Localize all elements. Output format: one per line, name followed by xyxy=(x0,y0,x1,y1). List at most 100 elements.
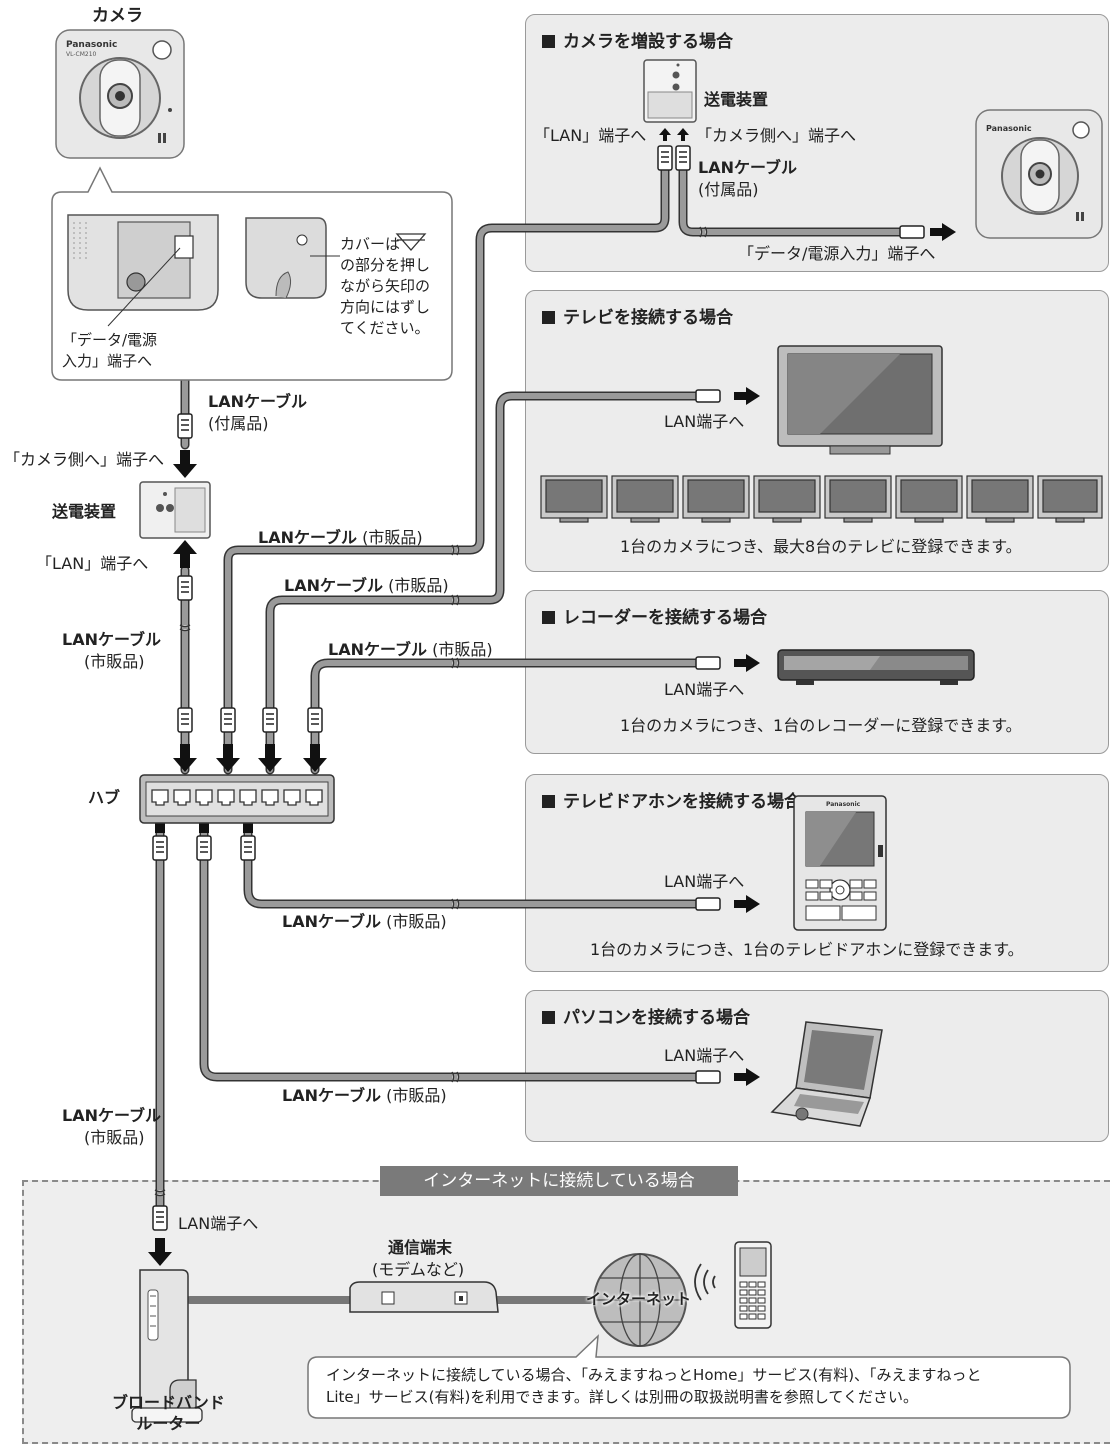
recorder-note: 1台のカメラにつき、1台のレコーダーに登録できます。 xyxy=(620,716,1022,735)
wireless-signal-icon xyxy=(694,1263,716,1301)
cover-note-line-2: の部分を押し xyxy=(340,256,431,274)
camera-device xyxy=(55,29,185,159)
doorphone-lan-terminal: LAN端子へ xyxy=(664,872,745,891)
service-note-callout xyxy=(307,1334,1071,1419)
cover-note-line-4: 方向にはずし xyxy=(340,298,431,316)
addcamera-camera-terminal: 「カメラ側へ」端子へ xyxy=(696,126,857,145)
recorder-device xyxy=(777,649,975,685)
mobile-phone-icon xyxy=(734,1241,772,1329)
addcamera-power-unit-label: 送電装置 xyxy=(704,90,769,109)
laptop-device xyxy=(770,1021,883,1127)
internet-banner-label: インターネットに接続している場合 xyxy=(423,1171,695,1191)
camera-side-terminal: 「カメラ側へ」端子へ xyxy=(4,450,165,469)
arrow-right-icon xyxy=(734,654,760,672)
tv-main-device xyxy=(777,345,943,455)
service-note: インターネットに接続している場合、「みえますねっとHome」サービス(有料)、「… xyxy=(326,1364,982,1408)
plug-icon xyxy=(220,707,236,733)
cable2-name: LANケーブル xyxy=(62,630,162,649)
addcamera-brand: Panasonic xyxy=(986,124,1032,133)
cable-label-pc-name: LANケーブル xyxy=(282,1086,382,1105)
plug-icon xyxy=(177,575,193,601)
modem-device xyxy=(349,1281,499,1313)
pc-lan-terminal: LAN端子へ xyxy=(664,1046,745,1065)
addcamera-cable-name: LANケーブル xyxy=(698,158,798,177)
cable3-note: (市販品) xyxy=(84,1128,145,1147)
plug-icon xyxy=(695,897,721,911)
arrow-right-icon xyxy=(734,895,760,913)
plug-icon xyxy=(240,835,256,861)
plug-icon xyxy=(152,1205,168,1231)
cable-label-pc-note: (市販品) xyxy=(386,1086,447,1105)
internet-label: インターネット xyxy=(586,1290,692,1308)
panel-tv-title: テレビを接続する場合 xyxy=(542,303,733,328)
cover-note-line-5: てください。 xyxy=(340,319,430,337)
cable-hub-to-recorder xyxy=(310,658,705,775)
recorder-lan-terminal: LAN端子へ xyxy=(664,680,745,699)
cable-label-recorder-note: (市販品) xyxy=(432,640,493,659)
cable-label-recorder: LANケーブル (市販品) xyxy=(328,640,493,660)
plug-icon xyxy=(675,145,691,171)
cable2-note: (市販品) xyxy=(84,652,145,671)
plug-icon xyxy=(695,1070,721,1084)
plug-icon xyxy=(152,835,168,861)
cable-label-tv-note: (市販品) xyxy=(388,576,449,595)
doorphone-note: 1台のカメラにつき、1台のテレビドアホンに登録できます。 xyxy=(590,940,1024,959)
plug-icon xyxy=(177,707,193,733)
service-note-line-1: インターネットに接続している場合、「みえますねっとHome」サービス(有料)、「… xyxy=(326,1366,982,1384)
cable-hub-to-pc xyxy=(199,825,705,1082)
cable-label-doorphone: LANケーブル (市販品) xyxy=(282,912,447,932)
plug-icon xyxy=(695,389,721,403)
plug-icon xyxy=(657,145,673,171)
panel-doorphone-title: テレビドアホンを接続する場合 xyxy=(542,787,801,812)
arrow-right-icon xyxy=(734,1068,760,1086)
panel-recorder-title: レコーダーを接続する場合 xyxy=(542,603,767,628)
router-label-line-1: ブロードバンド xyxy=(112,1393,225,1412)
addcamera-lan-terminal: 「LAN」端子へ xyxy=(534,126,647,145)
plug-icon xyxy=(307,707,323,733)
doorphone-device xyxy=(793,795,887,931)
camera-terminal-line-2: 入力」端子へ xyxy=(62,352,153,370)
power-unit-label: 送電装置 xyxy=(52,502,117,521)
cable-label-addcamera-name: LANケーブル xyxy=(258,528,358,547)
press-mark-icon xyxy=(395,233,427,251)
arrow-up-icon xyxy=(173,540,197,568)
camera-cover-illustration xyxy=(245,217,340,299)
cable-label-addcamera: LANケーブル (市販品) xyxy=(258,528,423,548)
arrow-right-icon xyxy=(930,223,956,241)
arrow-down-icon xyxy=(173,744,197,772)
plug-icon xyxy=(196,835,212,861)
arrow-down-icon xyxy=(303,744,327,772)
plug-icon xyxy=(177,413,193,439)
panel-pc-title: パソコンを接続する場合 xyxy=(542,1003,750,1028)
addcamera-camera-device xyxy=(975,109,1103,239)
service-note-line-2: Lite」サービス(有料)を利用できます。詳しくは別冊の取扱説明書を参照してくだ… xyxy=(326,1388,918,1406)
cable-hub-to-addcamera xyxy=(223,163,670,775)
cable-label-recorder-name: LANケーブル xyxy=(328,640,428,659)
addcamera-power-unit xyxy=(643,59,697,123)
cover-note-line-3: ながら矢印の xyxy=(340,277,431,295)
modem-note: (モデムなど) xyxy=(372,1260,465,1279)
doorphone-brand: Panasonic xyxy=(826,801,861,808)
cable-hub-to-tv xyxy=(265,391,705,775)
panel-add-camera-title: カメラを増設する場合 xyxy=(542,27,733,52)
tv-small-devices xyxy=(540,475,1103,523)
addcamera-cable-note: (付属品) xyxy=(698,180,759,199)
plug-icon xyxy=(695,656,721,670)
plug-icon xyxy=(899,225,925,239)
tv-note: 1台のカメラにつき、最大8台のテレビに登録できます。 xyxy=(620,537,1022,556)
arrow-up-icon xyxy=(659,128,671,141)
cable1-name: LANケーブル xyxy=(208,392,308,411)
router-device xyxy=(131,1269,203,1423)
modem-title: 通信端末 xyxy=(388,1238,453,1257)
addcamera-data-terminal: 「データ/電源入力」端子へ xyxy=(738,244,936,263)
cable-label-doorphone-note: (市販品) xyxy=(386,912,447,931)
router-label: ブロードバンド ルーター xyxy=(112,1392,225,1434)
power-unit-device xyxy=(139,481,211,539)
cable-label-pc: LANケーブル (市販品) xyxy=(282,1086,447,1106)
lan-terminal-label: 「LAN」端子へ xyxy=(36,554,149,573)
panel-tv: テレビを接続する場合 xyxy=(525,290,1109,572)
cover-note-line-1: カバーは xyxy=(340,235,401,253)
cable-label-tv-name: LANケーブル xyxy=(284,576,384,595)
arrow-down-icon xyxy=(216,744,240,772)
